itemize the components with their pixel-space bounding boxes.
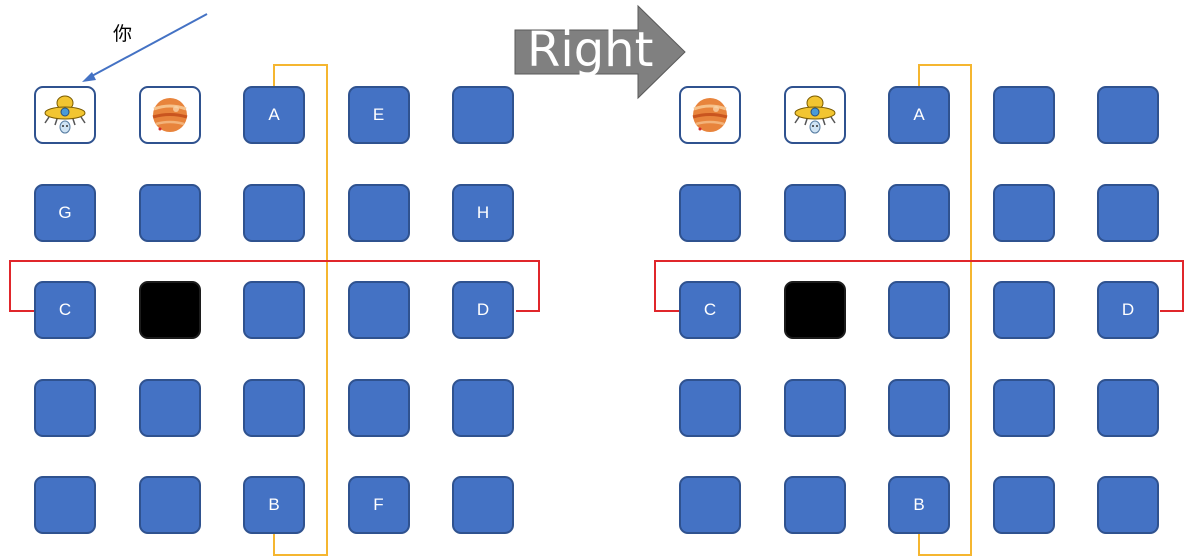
you-label: 你 <box>113 19 132 46</box>
tile-label <box>350 381 408 435</box>
tile-label <box>1099 88 1157 142</box>
grid-tile <box>452 379 514 437</box>
tile-label <box>454 478 512 532</box>
obstacle-tile <box>139 281 201 339</box>
grid-tile <box>993 86 1055 144</box>
tile-label: H <box>454 186 512 240</box>
grid-tile <box>1097 184 1159 242</box>
grid-tile <box>452 476 514 534</box>
grid-tile <box>452 86 514 144</box>
tile-label <box>350 186 408 240</box>
grid-tile: A <box>243 86 305 144</box>
tile-label <box>141 478 199 532</box>
you-pointer-head <box>82 72 96 82</box>
tile-label <box>1099 478 1157 532</box>
tile-label <box>245 381 303 435</box>
tile-label <box>454 381 512 435</box>
direction-arrow-label: Right <box>527 26 653 74</box>
grid-tile: F <box>348 476 410 534</box>
tile-label <box>681 381 739 435</box>
grid-tile <box>1097 476 1159 534</box>
player-tile <box>784 86 846 144</box>
grid-tile <box>993 476 1055 534</box>
tile-label: D <box>454 283 512 337</box>
you-pointer-line <box>90 14 207 77</box>
tile-label <box>454 88 512 142</box>
tile-label <box>141 381 199 435</box>
tile-label <box>350 283 408 337</box>
tile-label <box>995 478 1053 532</box>
grid-tile <box>139 184 201 242</box>
tile-label <box>36 381 94 435</box>
grid-tile <box>993 379 1055 437</box>
tile-label <box>890 381 948 435</box>
player-tile <box>34 86 96 144</box>
tile-label <box>1099 186 1157 240</box>
tile-label: C <box>36 283 94 337</box>
tile-label: G <box>36 186 94 240</box>
grid-tile <box>139 476 201 534</box>
grid-tile <box>243 281 305 339</box>
grid-tile <box>784 379 846 437</box>
tile-label <box>995 381 1053 435</box>
grid-tile <box>679 184 741 242</box>
tile-label: D <box>1099 283 1157 337</box>
tile-label: C <box>681 283 739 337</box>
grid-tile: B <box>888 476 950 534</box>
planet-tile <box>679 86 741 144</box>
tile-label <box>995 283 1053 337</box>
grid-tile <box>34 476 96 534</box>
tile-label <box>786 381 844 435</box>
grid-tile <box>679 379 741 437</box>
tile-label <box>245 186 303 240</box>
tile-label <box>786 186 844 240</box>
tile-label: B <box>890 478 948 532</box>
grid-tile <box>888 184 950 242</box>
grid-tile: B <box>243 476 305 534</box>
tile-label: A <box>890 88 948 142</box>
tile-label: A <box>245 88 303 142</box>
tile-label <box>681 186 739 240</box>
tile-label <box>1099 381 1157 435</box>
obstacle-tile <box>784 281 846 339</box>
grid-tile <box>784 476 846 534</box>
grid-tile: A <box>888 86 950 144</box>
tile-label: F <box>350 478 408 532</box>
tile-label <box>141 186 199 240</box>
grid-tile <box>348 281 410 339</box>
grid-tile: D <box>452 281 514 339</box>
grid-tile <box>243 379 305 437</box>
grid-tile <box>348 184 410 242</box>
grid-tile: E <box>348 86 410 144</box>
grid-tile <box>784 184 846 242</box>
grid-tile: C <box>679 281 741 339</box>
grid-tile <box>888 379 950 437</box>
grid-tile: D <box>1097 281 1159 339</box>
tile-label <box>890 186 948 240</box>
grid-tile <box>888 281 950 339</box>
grid-tile <box>243 184 305 242</box>
grid-tile: G <box>34 184 96 242</box>
tile-label <box>36 478 94 532</box>
tile-label <box>245 283 303 337</box>
planet-tile <box>139 86 201 144</box>
grid-tile <box>139 379 201 437</box>
grid-tile <box>348 379 410 437</box>
grid-tile <box>34 379 96 437</box>
grid-tile <box>1097 86 1159 144</box>
grid-tile: H <box>452 184 514 242</box>
tile-label: E <box>350 88 408 142</box>
grid-tile <box>679 476 741 534</box>
tile-label <box>995 88 1053 142</box>
grid-tile: C <box>34 281 96 339</box>
grid-tile <box>993 184 1055 242</box>
tile-label <box>786 478 844 532</box>
tile-label <box>890 283 948 337</box>
tile-label <box>681 478 739 532</box>
tile-label <box>995 186 1053 240</box>
tile-label: B <box>245 478 303 532</box>
grid-tile <box>1097 379 1159 437</box>
grid-tile <box>993 281 1055 339</box>
